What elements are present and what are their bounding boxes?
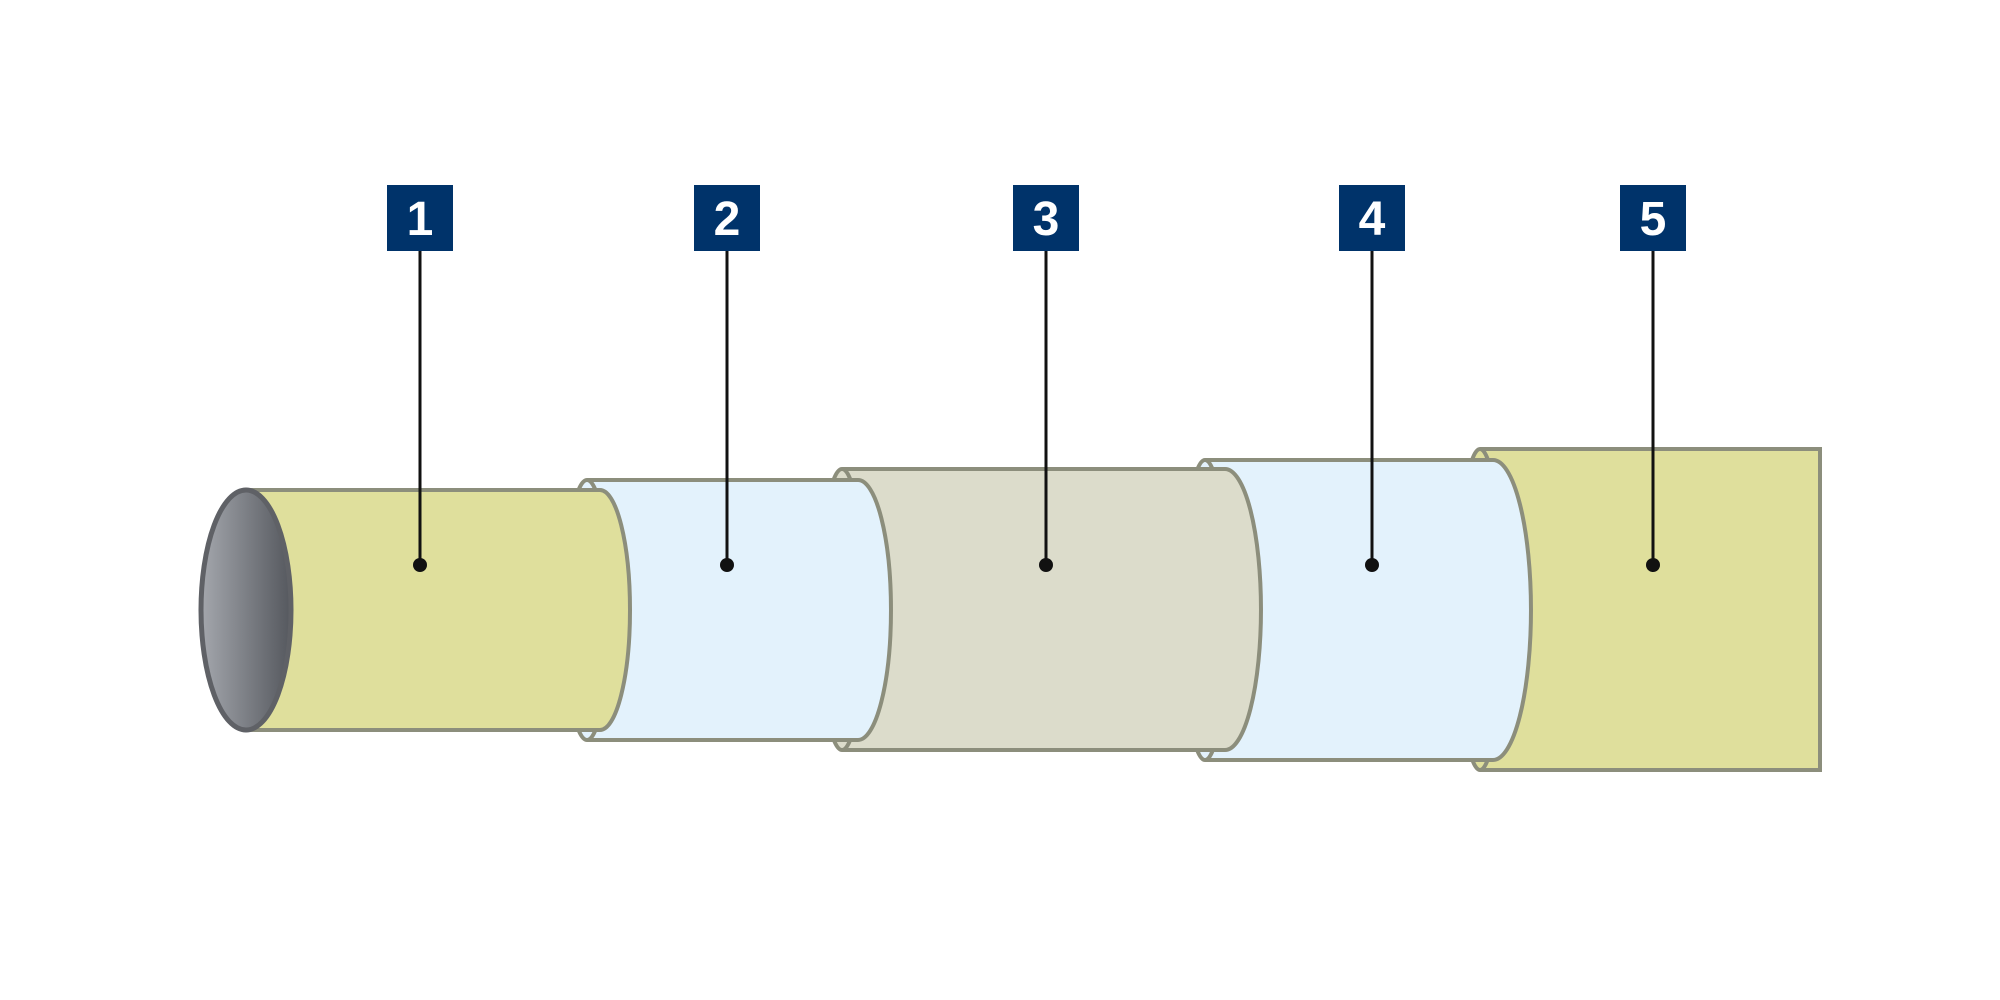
leader-dot <box>1039 558 1053 572</box>
label-number: 3 <box>1033 193 1060 246</box>
pipe-layer-1 <box>198 487 632 733</box>
callouts: 1 2 3 4 5 <box>387 185 1686 572</box>
label-box <box>387 185 453 251</box>
leader-dot <box>413 558 427 572</box>
label-number: 2 <box>714 193 741 246</box>
callout-2: 2 <box>694 185 760 572</box>
pipe-segments <box>198 447 1822 772</box>
label-box <box>1339 185 1405 251</box>
leader-dot <box>1365 558 1379 572</box>
label-box <box>1620 185 1686 251</box>
pipe-bore-opening <box>198 487 294 733</box>
callout-1: 1 <box>387 185 453 572</box>
leader-dot <box>720 558 734 572</box>
leader-dot <box>1646 558 1660 572</box>
label-number: 1 <box>407 193 434 246</box>
label-box <box>1013 185 1079 251</box>
callout-4: 4 <box>1339 185 1405 572</box>
callout-3: 3 <box>1013 185 1079 572</box>
label-number: 4 <box>1359 193 1386 246</box>
callout-5: 5 <box>1620 185 1686 572</box>
label-box <box>694 185 760 251</box>
label-number: 5 <box>1640 193 1667 246</box>
